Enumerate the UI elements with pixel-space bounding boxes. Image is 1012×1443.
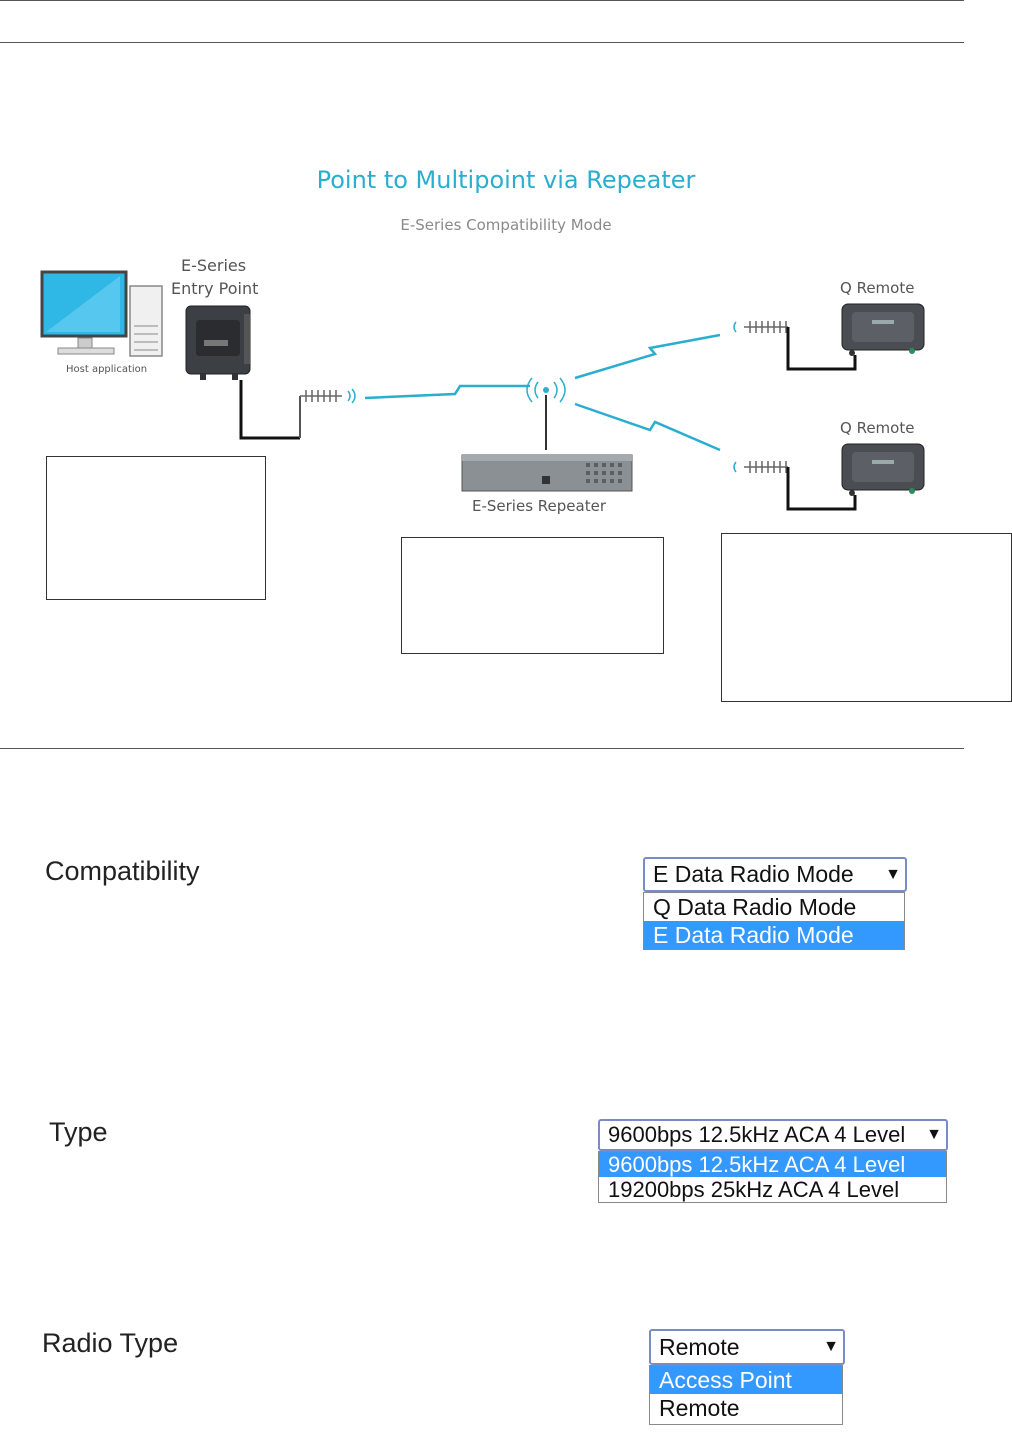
entry-point-label-line2: Entry Point <box>171 279 259 298</box>
dropdown-arrow-icon: ▼ <box>823 1338 839 1355</box>
compatibility-selected-value: E Data Radio Mode <box>653 861 854 887</box>
host-computer-icon <box>40 270 163 357</box>
q-remote-radio-2-icon <box>841 443 925 496</box>
radio-type-dropdown-list: Access Point Remote <box>649 1365 843 1425</box>
top-rule-1 <box>0 0 964 1</box>
network-diagram: Point to Multipoint via Repeater E-Serie… <box>0 150 1012 710</box>
middle-rule <box>0 748 964 749</box>
radio-type-label: Radio Type <box>42 1328 179 1358</box>
type-option-19200[interactable]: 19200bps 25kHz ACA 4 Level <box>608 1177 900 1202</box>
remote2-label: Q Remote <box>840 419 915 437</box>
compatibility-option-e-data[interactable]: E Data Radio Mode <box>644 921 904 949</box>
type-selected-value: 9600bps 12.5kHz ACA 4 Level <box>608 1122 906 1147</box>
type-label: Type <box>49 1117 108 1147</box>
entry-point-radio-icon <box>185 305 251 380</box>
yagi-antenna-remote2-icon <box>733 461 788 473</box>
repeater-icon <box>461 454 633 492</box>
annotation-box-middle <box>401 537 664 654</box>
diagram-graphics <box>40 270 925 511</box>
dropdown-arrow-icon: ▼ <box>926 1126 942 1143</box>
annotation-box-left <box>46 456 266 600</box>
radio-type-selected-value: Remote <box>659 1333 740 1360</box>
compatibility-label: Compatibility <box>45 856 200 886</box>
diagram-title: Point to Multipoint via Repeater <box>316 166 696 194</box>
compatibility-select[interactable]: E Data Radio Mode ▼ <box>643 857 907 892</box>
compatibility-dropdown-list: Q Data Radio Mode E Data Radio Mode <box>643 892 905 950</box>
repeater-label: E-Series Repeater <box>472 497 606 515</box>
diagram-subtitle: E-Series Compatibility Mode <box>400 216 612 234</box>
remote1-label: Q Remote <box>840 279 915 297</box>
host-application-label: Host application <box>66 364 148 375</box>
yagi-antenna-left-icon <box>300 388 356 404</box>
top-rule-2 <box>0 42 964 43</box>
compatibility-option-q-data[interactable]: Q Data Radio Mode <box>653 894 857 920</box>
radio-type-option-remote[interactable]: Remote <box>659 1395 740 1421</box>
repeater-antenna-icon <box>526 377 566 450</box>
entry-point-label-line1: E-Series <box>181 256 247 275</box>
type-option-9600[interactable]: 9600bps 12.5kHz ACA 4 Level <box>599 1152 946 1177</box>
dropdown-arrow-icon: ▼ <box>885 865 901 883</box>
annotation-box-right <box>721 533 1012 702</box>
type-dropdown-list: 9600bps 12.5kHz ACA 4 Level 19200bps 25k… <box>598 1151 947 1203</box>
radio-type-option-access-point[interactable]: Access Point <box>650 1366 842 1394</box>
yagi-antenna-remote1-icon <box>733 321 788 333</box>
type-select[interactable]: 9600bps 12.5kHz ACA 4 Level ▼ <box>598 1119 948 1151</box>
radio-type-select[interactable]: Remote ▼ <box>649 1329 845 1365</box>
q-remote-radio-1-icon <box>841 303 925 356</box>
